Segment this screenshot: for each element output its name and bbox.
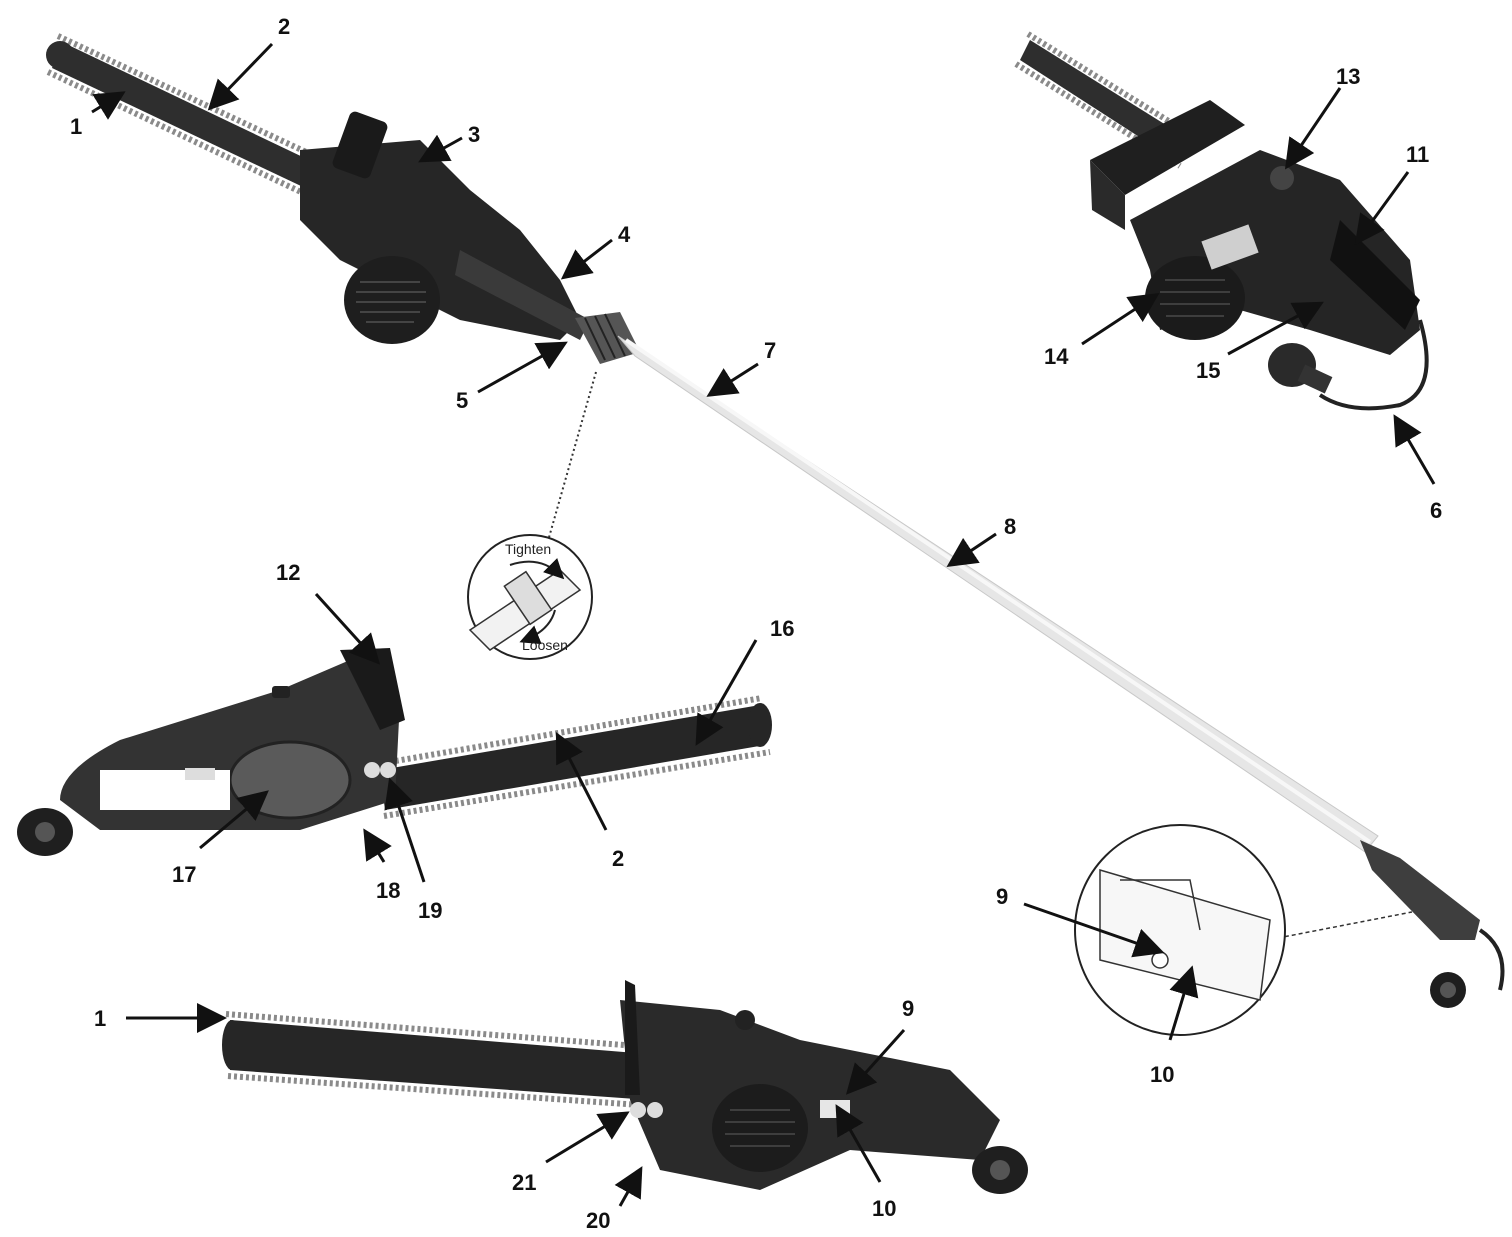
callout-6: 6 [1430, 498, 1442, 523]
callout-8: 8 [1004, 514, 1016, 539]
callout-18: 18 [376, 878, 400, 903]
callout-5: 5 [456, 388, 468, 413]
callout-19: 19 [418, 898, 442, 923]
callout-arrow-4 [560, 238, 613, 280]
chainsaw-side-view [17, 648, 772, 856]
pole-saw-head [300, 111, 590, 344]
callout-arrow-9-inset [1023, 902, 1165, 958]
callout-arrow-13 [1284, 87, 1342, 170]
callout-arrow-11 [1354, 171, 1410, 246]
callout-arrow-7 [706, 362, 759, 397]
callout-14: 14 [1044, 344, 1069, 369]
callout-4: 4 [618, 222, 631, 247]
chainsaw-bottom-view [222, 980, 1028, 1194]
callout-arrow-16 [695, 639, 758, 746]
callout-1-bottom: 1 [94, 1006, 106, 1031]
callout-10-bottom: 10 [872, 1196, 896, 1221]
callout-9-inset: 9 [996, 884, 1008, 909]
pole-coupling-collar [575, 312, 640, 364]
inset-leader-line-grip [1277, 911, 1413, 939]
callout-16: 16 [770, 616, 794, 641]
pole-saw-guide-bar [46, 33, 338, 205]
callout-21: 21 [512, 1170, 536, 1195]
inset-leader-line [545, 371, 597, 549]
tighten-arrow-icon [509, 558, 565, 580]
callout-9-bottom: 9 [902, 996, 914, 1021]
callout-arrow-10-inset [1168, 965, 1199, 1041]
callout-11: 11 [1406, 142, 1429, 167]
callout-layer: 1 2 3 4 5 7 13 11 14 15 6 8 12 [70, 14, 1442, 1233]
callout-arrow-18 [363, 828, 392, 863]
callout-17: 17 [172, 862, 196, 887]
callout-arrow-8 [946, 532, 997, 567]
callout-arrow-19 [384, 777, 426, 883]
callout-arrow-3 [418, 134, 463, 163]
callout-arrow-17 [199, 790, 269, 850]
callout-arrow-15 [1227, 301, 1324, 356]
callout-arrow-21 [545, 1111, 630, 1164]
extension-pole [617, 335, 1379, 853]
callout-arrow-12 [314, 592, 381, 665]
callout-arrow-14 [1081, 293, 1160, 346]
callout-arrow-9-bottom [845, 1028, 906, 1095]
callout-arrow-20 [614, 1166, 643, 1207]
callout-arrow-10-bottom [835, 1104, 882, 1183]
callout-arrow-6 [1393, 414, 1436, 485]
callout-arrow-5 [477, 341, 568, 394]
loosen-arrow-icon [519, 609, 556, 645]
callout-1-top: 1 [70, 114, 82, 139]
callout-12: 12 [276, 560, 300, 585]
tighten-label: Tighten [505, 541, 551, 557]
callout-7: 7 [764, 338, 776, 363]
callout-15: 15 [1196, 358, 1220, 383]
callout-20: 20 [586, 1208, 610, 1233]
callout-3: 3 [468, 122, 480, 147]
callout-arrow-2 [207, 42, 274, 111]
tighten-loosen-inset: Tighten Loosen [467, 534, 593, 660]
power-head-rear-view [1014, 31, 1429, 411]
callout-10-inset: 10 [1150, 1062, 1174, 1087]
pole-saw-assembly [46, 33, 1505, 1008]
loosen-label: Loosen [522, 637, 568, 653]
callout-2-top: 2 [278, 14, 290, 39]
lock-button-inset [1074, 824, 1286, 1036]
callout-13: 13 [1336, 64, 1360, 89]
pole-rear-grip [1360, 840, 1505, 1008]
callout-2-middle: 2 [612, 846, 624, 871]
callout-arrow-2-middle [555, 731, 608, 831]
callout-arrow-1 [91, 91, 126, 120]
